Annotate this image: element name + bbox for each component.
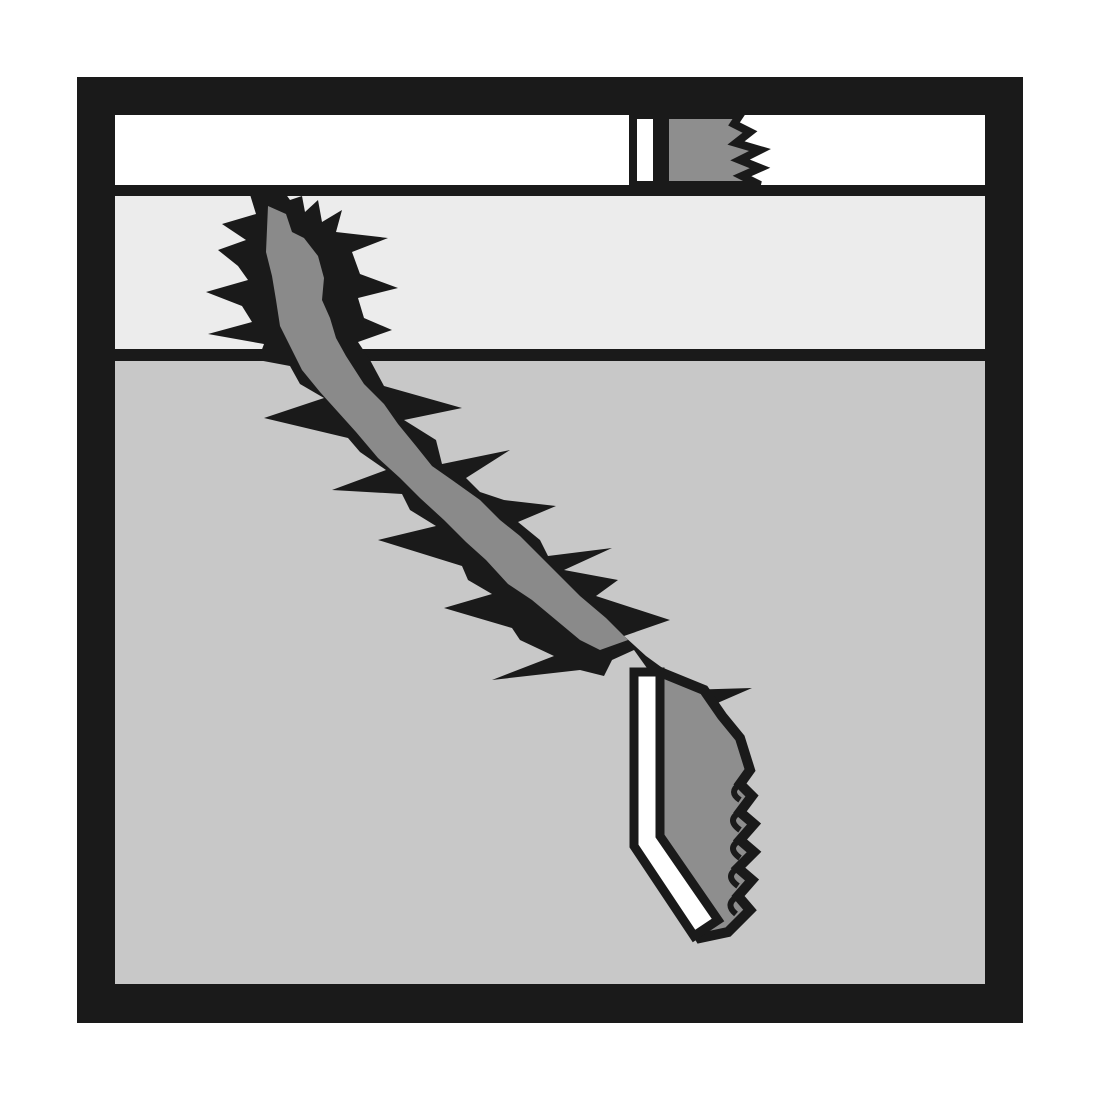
kerf-jagged-outline	[206, 186, 752, 770]
blade-back-edge	[629, 667, 725, 943]
workpiece-top-strip	[115, 115, 985, 185]
reference-blade-back-edge	[629, 111, 661, 189]
reference-blade-body	[661, 111, 771, 189]
jigsaw-blade-icon	[629, 666, 762, 944]
reference-blade-icon	[629, 111, 771, 189]
curved-kerf-icon	[206, 186, 752, 770]
blade-teeth-icon	[727, 781, 742, 917]
kerf-inner-groove	[266, 206, 628, 650]
